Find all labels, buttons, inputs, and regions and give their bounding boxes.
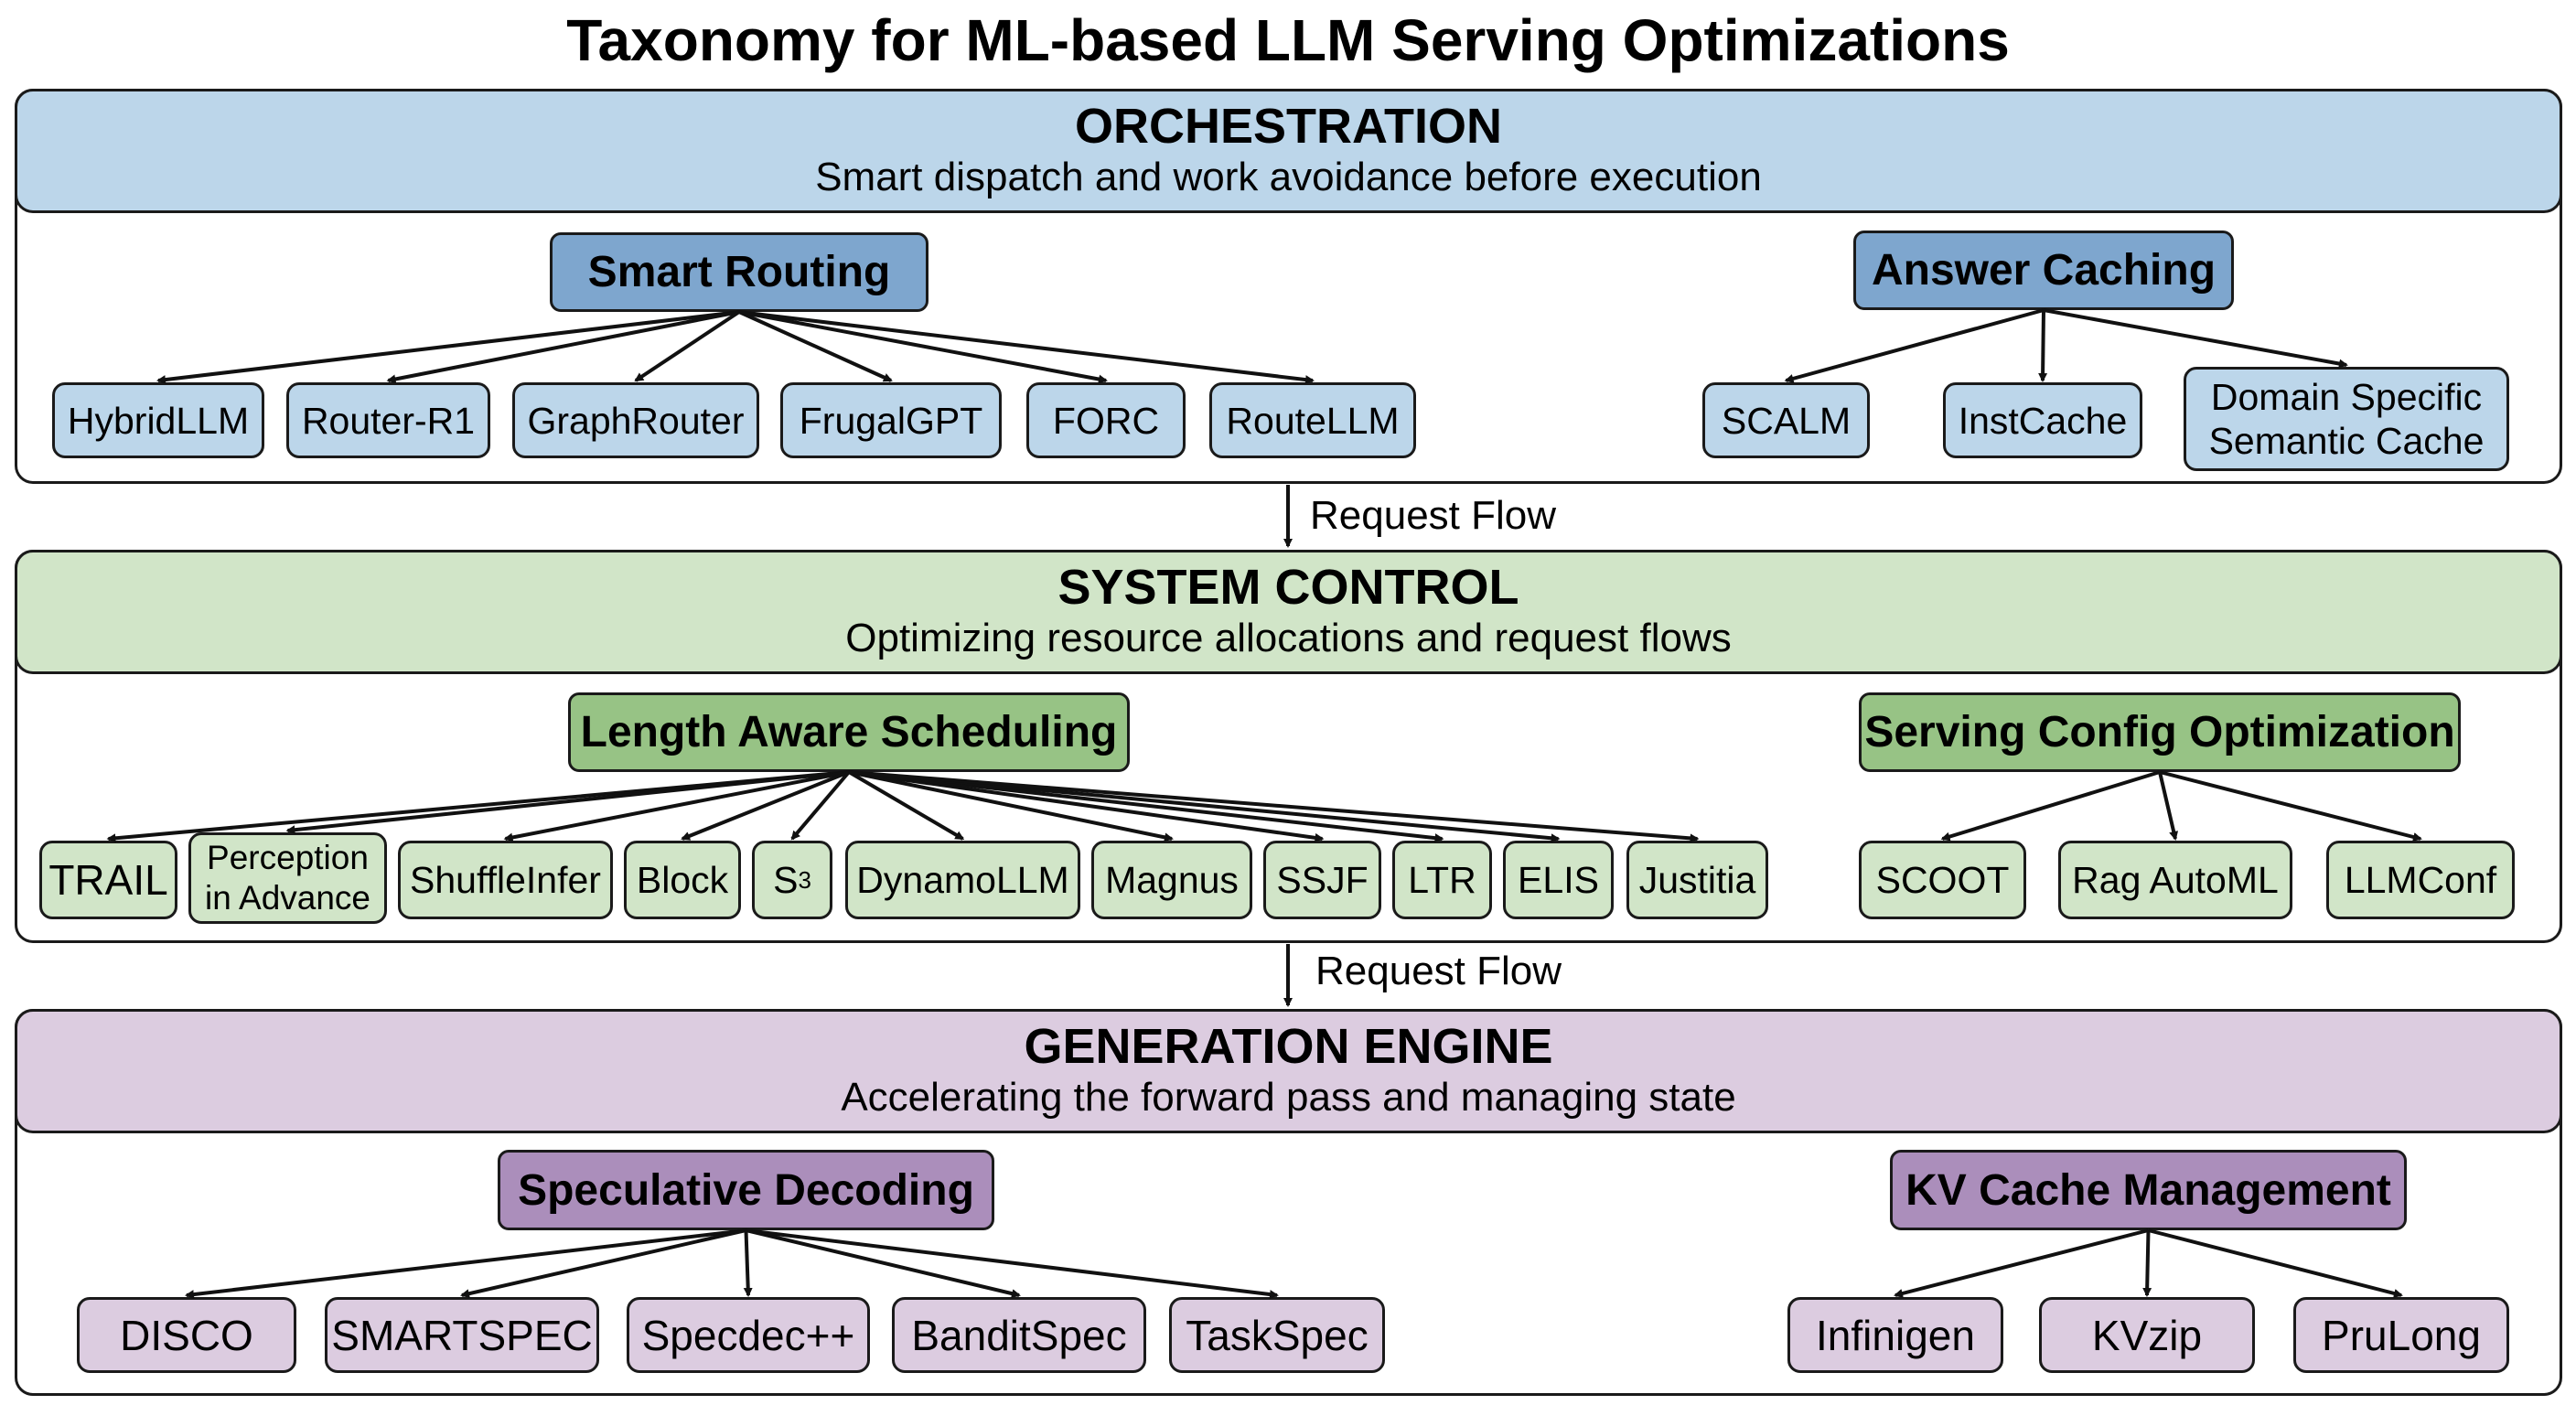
- tree-edge-arrow: [156, 310, 740, 385]
- tree-edge-arrow: [460, 1228, 746, 1299]
- tree-edge-arrow: [738, 310, 1315, 385]
- leaf-specdec-plus-plus: Specdec++: [627, 1297, 870, 1373]
- leaf-instcache: InstCache: [1943, 382, 2142, 458]
- tree-edge-arrow: [847, 770, 965, 841]
- leaf-taskspec: TaskSpec: [1169, 1297, 1385, 1373]
- tree-edge-arrow: [848, 770, 1325, 842]
- layer-title: ORCHESTRATION: [1075, 99, 1502, 154]
- leaf-trail: TRAIL: [39, 841, 177, 919]
- leaf-infinigen: Infinigen: [1787, 1297, 2003, 1373]
- leaf-frugalgpt: FrugalGPT: [780, 382, 1002, 458]
- leaf-prulong: PruLong: [2293, 1297, 2509, 1373]
- category-answer-caching: Answer Caching: [1853, 231, 2234, 310]
- tree-edge-arrow: [634, 310, 741, 382]
- request-flow-label: Request Flow: [1310, 493, 1557, 538]
- request-flow-label: Request Flow: [1315, 949, 1562, 993]
- tree-edge-arrow: [2159, 770, 2422, 842]
- leaf-llmconf: LLMConf: [2326, 841, 2515, 919]
- tree-edge-arrow: [2158, 771, 2179, 841]
- tree-edge-arrow: [738, 310, 893, 382]
- leaf-dynamollm: DynamoLLM: [845, 841, 1080, 919]
- tree-edge-arrow: [2043, 308, 2348, 369]
- tree-edge-arrow: [503, 770, 850, 842]
- leaf-scoot: SCOOT: [1859, 841, 2026, 919]
- leaf-elis: ELIS: [1503, 841, 1614, 919]
- leaf-domain-specific-semantic-cache: Domain Specific Semantic Cache: [2184, 367, 2509, 471]
- leaf-scalm: SCALM: [1702, 382, 1870, 458]
- tree-edge-arrow: [746, 1228, 1021, 1299]
- leaf-disco: DISCO: [77, 1297, 296, 1373]
- layer-subtitle: Smart dispatch and work avoidance before…: [815, 155, 1762, 199]
- tree-edge-arrow: [790, 770, 851, 841]
- leaf-rag-automl: Rag AutoML: [2058, 841, 2292, 919]
- tree-edge-arrow: [746, 1228, 1279, 1299]
- leaf-hybridllm: HybridLLM: [52, 382, 264, 458]
- leaf-block: Block: [624, 841, 741, 919]
- leaf-ssjf: SSJF: [1263, 841, 1381, 919]
- leaf-smartspec: SMARTSPEC: [325, 1297, 599, 1373]
- leaf-ltr: LTR: [1392, 841, 1492, 919]
- category-serving-config-optimization: Serving Config Optimization: [1859, 692, 2461, 772]
- layer-subtitle: Optimizing resource allocations and requ…: [845, 616, 1732, 660]
- leaf-banditspec: BanditSpec: [892, 1297, 1146, 1373]
- tree-edge-arrow: [848, 770, 1700, 843]
- diagram-title: Taxonomy for ML-based LLM Serving Optimi…: [566, 7, 2010, 73]
- tree-edge-arrow: [1940, 770, 2161, 842]
- leaf-perception-in-advance: Perception in Advance: [188, 832, 387, 924]
- tree-edge-arrow: [2148, 1228, 2403, 1298]
- layer-title: GENERATION ENGINE: [1024, 1019, 1553, 1074]
- category-length-aware-scheduling: Length Aware Scheduling: [568, 692, 1130, 772]
- tree-edge-arrow: [738, 310, 1108, 384]
- leaf-router-r1: Router-R1: [286, 382, 490, 458]
- tree-edge-arrow: [848, 770, 1174, 842]
- generation-engine-header: GENERATION ENGINE Accelerating the forwa…: [15, 1009, 2562, 1133]
- leaf-magnus: Magnus: [1091, 841, 1252, 919]
- leaf-forc: FORC: [1026, 382, 1186, 458]
- category-smart-routing: Smart Routing: [550, 232, 928, 312]
- tree-edge-arrow: [2038, 309, 2048, 382]
- tree-edge-arrow: [1784, 308, 2045, 383]
- layer-subtitle: Accelerating the forward pass and managi…: [841, 1075, 1736, 1120]
- tree-edge-arrow: [2142, 1229, 2152, 1297]
- layer-title: SYSTEM CONTROL: [1057, 560, 1519, 615]
- leaf-graphrouter: GraphRouter: [512, 382, 759, 458]
- leaf-kvzip: KVzip: [2039, 1297, 2255, 1373]
- tree-edge-arrow: [386, 310, 740, 384]
- tree-edge-arrow: [743, 1229, 753, 1297]
- tree-edge-arrow: [681, 770, 850, 841]
- category-speculative-decoding: Speculative Decoding: [498, 1150, 994, 1230]
- leaf-shuffleinfer: ShuffleInfer: [398, 841, 613, 919]
- system-control-header: SYSTEM CONTROL Optimizing resource alloc…: [15, 550, 2562, 674]
- orchestration-header: ORCHESTRATION Smart dispatch and work av…: [15, 89, 2562, 213]
- tree-edge-arrow: [1894, 1228, 2149, 1298]
- tree-edge-arrow: [285, 770, 850, 835]
- category-kv-cache-management: KV Cache Management: [1890, 1150, 2407, 1230]
- tree-edge-arrow: [185, 1228, 746, 1300]
